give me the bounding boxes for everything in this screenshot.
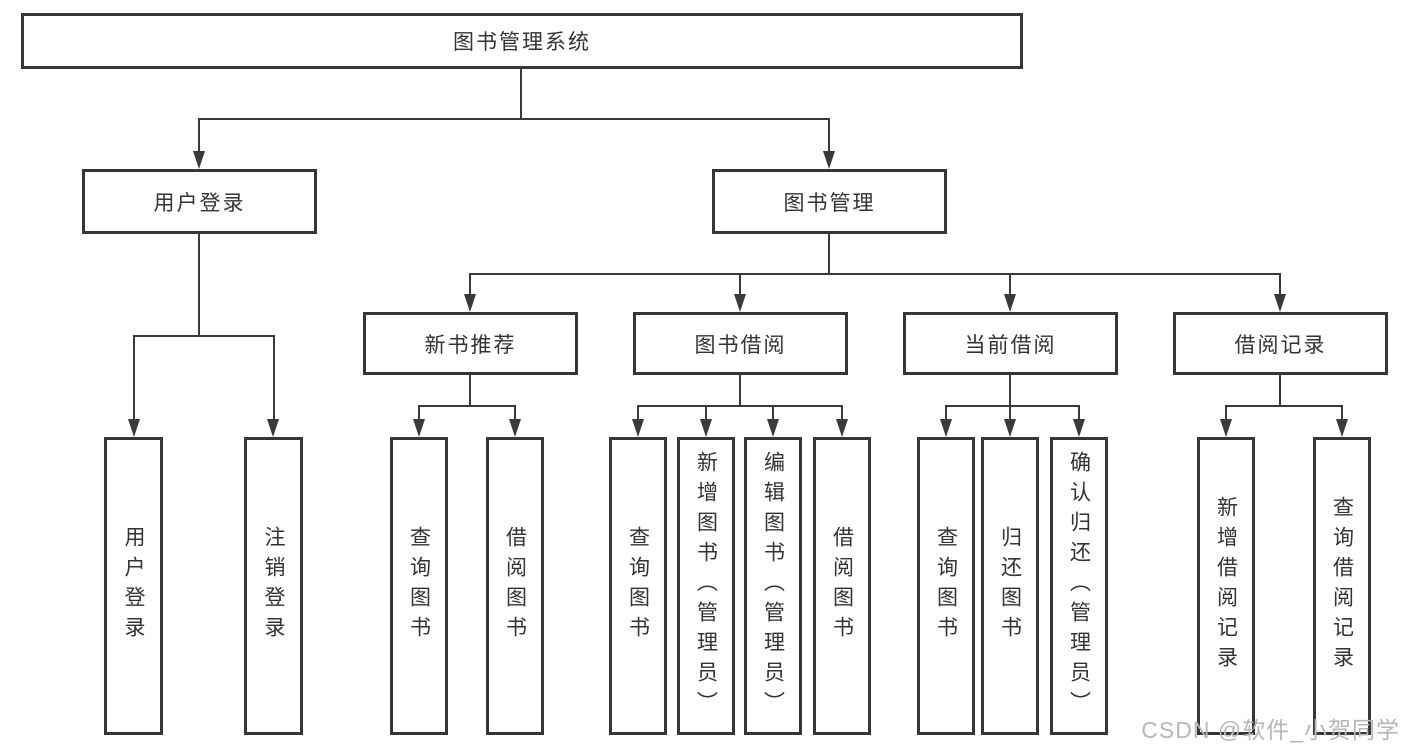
node-book-borrow: 图书借阅	[633, 312, 848, 375]
leaf-search-books-recommend: 查询图书	[390, 437, 448, 735]
arrowhead-down-icon	[1073, 419, 1085, 437]
connector-line	[739, 273, 741, 294]
node-borrow-records: 借阅记录	[1173, 312, 1388, 375]
leaf-add-borrow-record: 新增借阅记录	[1197, 437, 1255, 735]
arrowhead-down-icon	[464, 294, 476, 312]
arrowhead-down-icon	[193, 151, 205, 169]
arrowhead-down-icon	[632, 419, 644, 437]
connector-line	[1341, 405, 1343, 419]
arrowhead-down-icon	[940, 419, 952, 437]
arrowhead-down-icon	[1004, 294, 1016, 312]
connector-line	[198, 118, 830, 120]
connector-line	[418, 405, 420, 419]
connector-line	[198, 234, 200, 335]
arrowhead-down-icon	[413, 419, 425, 437]
connector-line	[418, 405, 516, 407]
node-library-management-system: 图书管理系统	[21, 13, 1023, 69]
leaf-confirm-return-admin: 确认归还（管理员）	[1050, 437, 1108, 735]
arrowhead-down-icon	[823, 151, 835, 169]
connector-line	[469, 273, 1281, 275]
arrowhead-down-icon	[836, 419, 848, 437]
node-user-login: 用户登录	[82, 169, 317, 234]
arrowhead-down-icon	[1004, 419, 1016, 437]
connector-line	[469, 375, 471, 405]
leaf-add-books-admin: 新增图书（管理员）	[677, 437, 735, 735]
connector-line	[469, 273, 471, 294]
arrowhead-down-icon	[734, 294, 746, 312]
connector-line	[1279, 375, 1281, 405]
connector-line	[705, 405, 707, 419]
connector-line	[514, 405, 516, 419]
connector-line	[198, 118, 200, 151]
leaf-search-borrow-record: 查询借阅记录	[1313, 437, 1371, 735]
arrowhead-down-icon	[267, 419, 279, 437]
node-current-borrow: 当前借阅	[903, 312, 1118, 375]
arrowhead-down-icon	[128, 419, 140, 437]
connector-line	[945, 405, 947, 419]
leaf-user-login: 用户登录	[104, 437, 163, 735]
arrowhead-down-icon	[509, 419, 521, 437]
connector-line	[520, 69, 522, 118]
connector-line	[1279, 273, 1281, 294]
leaf-search-books-borrow: 查询图书	[609, 437, 667, 735]
arrowhead-down-icon	[700, 419, 712, 437]
arrowhead-down-icon	[767, 419, 779, 437]
leaf-edit-books-admin: 编辑图书（管理员）	[744, 437, 802, 735]
connector-line	[133, 335, 275, 337]
connector-line	[637, 405, 639, 419]
watermark: CSDN @软件_小贺同学	[1141, 717, 1400, 743]
arrowhead-down-icon	[1336, 419, 1348, 437]
connector-line	[273, 335, 275, 419]
connector-line	[828, 233, 830, 273]
connector-line	[945, 405, 1080, 407]
connector-line	[637, 405, 843, 407]
connector-line	[828, 118, 830, 151]
leaf-borrow-books-recommend: 借阅图书	[486, 437, 544, 735]
leaf-borrow-books: 借阅图书	[813, 437, 871, 735]
connector-line	[1009, 405, 1011, 419]
arrowhead-down-icon	[1274, 294, 1286, 312]
connector-line	[1078, 405, 1080, 419]
node-book-management: 图书管理	[712, 169, 947, 234]
connector-line	[1225, 405, 1343, 407]
connector-line	[1225, 405, 1227, 419]
leaf-logout: 注销登录	[244, 437, 303, 735]
connector-line	[1009, 273, 1011, 294]
arrowhead-down-icon	[1220, 419, 1232, 437]
leaf-search-books-current: 查询图书	[917, 437, 975, 735]
connector-line	[739, 375, 741, 405]
connector-line	[841, 405, 843, 419]
connector-line	[1009, 375, 1011, 405]
connector-line	[772, 405, 774, 419]
leaf-return-books: 归还图书	[981, 437, 1039, 735]
connector-line	[133, 335, 135, 419]
node-new-book-recommend: 新书推荐	[363, 312, 578, 375]
